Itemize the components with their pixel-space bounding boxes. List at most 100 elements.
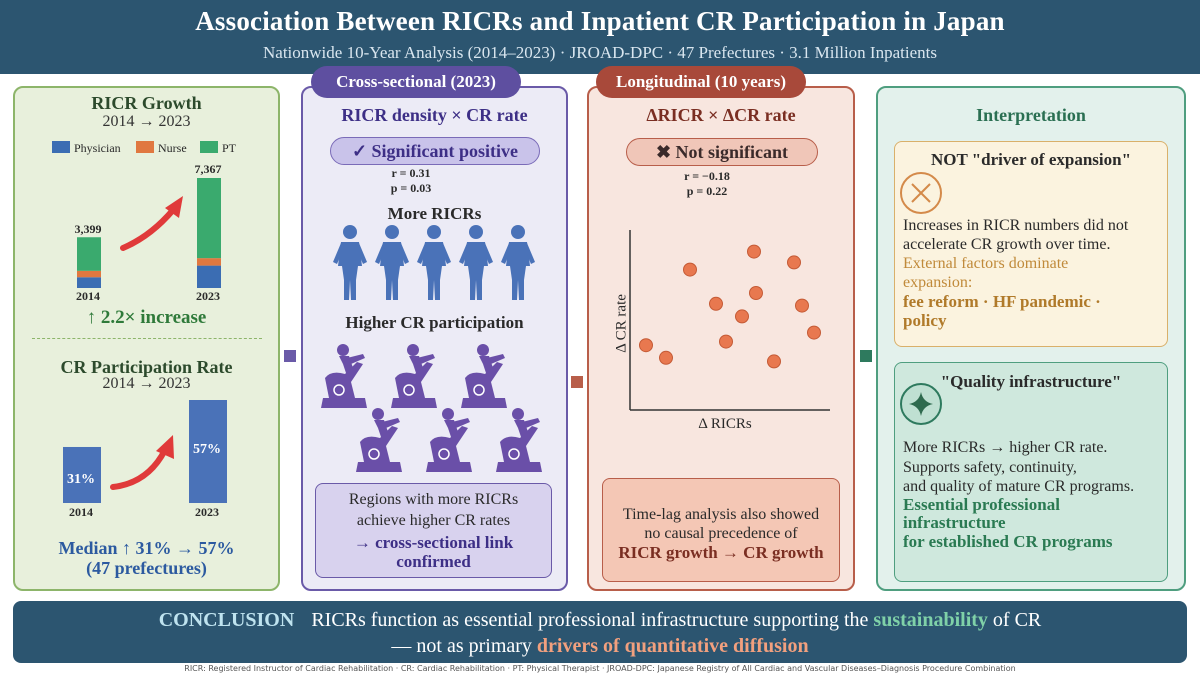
conclusion-banner: CONCLUSION RICRs function as essential p… [13,601,1187,663]
connector-square-3 [860,350,872,362]
cross-box-line4: confirmed [396,552,471,571]
cross-box-line1: Regions with more RICRs [348,491,519,508]
interpretation-heading: Interpretation [976,105,1086,125]
quality-line6: for established CR programs [903,532,1113,551]
bike-icon [460,343,508,409]
bar-2014-total: 3,399 [74,222,102,236]
scatter-point [683,262,697,277]
longitudinal-tab: Longitudinal (10 years) [596,66,806,98]
ricr-bar-nurse-2023 [197,258,221,266]
bike-icon [320,343,368,409]
bar-2023-year: 2023 [196,289,220,303]
bike-icon [425,407,473,473]
cr-bar-2014 [63,446,101,503]
long-box-line3: RICR growth → CR growth [618,543,824,562]
legend-swatch-nurse [136,141,154,153]
legend-label-pt: PT [222,141,237,155]
not-line5: fee reform · HF pandemic · [903,292,1101,311]
scatter-point [807,325,821,340]
conclusion-text3: — not as primary [391,635,532,657]
significant-badge: ✓ Significant positive [330,137,540,165]
bike-icon [495,407,543,473]
long-box-line1: Time-lag analysis also showed [622,506,820,523]
ricr-bar-nurse-2014 [77,270,101,278]
panel1-divider [32,338,262,339]
cross-box-line3: → cross-sectional link [353,533,514,552]
cr-arrow [110,447,168,490]
legend-label-physician: Physician [74,141,121,155]
sparkle-icon [900,383,942,425]
growth-arrow [120,207,176,251]
scatter-point [747,244,761,259]
scatter-point [795,298,809,313]
scatter-point [787,255,801,270]
cr-2023-label: 57% [193,442,221,457]
scatter-x-label: Δ RICRs [698,416,752,432]
cr-2023-year: 2023 [195,505,219,519]
header-banner: Association Between RICRs and Inpatient … [0,0,1200,74]
not-line3: External factors dominate [903,255,1069,272]
cross-p-value: p = 0.03 [390,181,432,195]
ricr-bar-pt-2023 [197,178,221,259]
ricr-bar-physician-2023 [197,265,221,288]
quality-line3: and quality of mature CR programs. [903,478,1135,495]
bike-icon [390,343,438,409]
not-driver-title: NOT "driver of expansion" [930,150,1132,169]
page-title: Association Between RICRs and Inpatient … [195,6,1005,36]
quality-line1: More RICRs → higher CR rate. [903,439,1108,456]
ricr-growth-chart [77,178,221,288]
increase-text: ↑ 2.2× increase [86,307,207,328]
scatter-point [767,354,781,369]
not-line2: accelerate CR growth over time. [903,236,1111,253]
connector-square-2 [571,376,583,388]
connector-square-1 [284,350,296,362]
ricr-bar-pt-2014 [77,237,101,271]
delta-scatter-plot [629,230,830,411]
scatter-point [659,350,673,365]
conclusion-sustainability: sustainability [873,609,988,631]
higher-cr-label: Higher CR participation [345,313,524,332]
growth-legend: Physician Nurse PT [52,141,267,155]
long-box-line2: no causal precedence of [644,525,798,542]
exercise-bike-icons [320,343,543,473]
conclusion-drivers: drivers of quantitative diffusion [536,635,809,657]
scatter-point [719,334,733,349]
scatter-point [749,286,763,300]
cr-arrow-head [156,435,174,459]
legend-swatch-physician [52,141,70,153]
cr-rate-years: 2014 → 2023 [102,375,191,392]
cr-2014-year: 2014 [69,505,93,519]
quality-line5: infrastructure [903,513,1006,532]
not-line4: expansion: [903,274,973,291]
more-ricrs-label: More RICRs [387,204,482,223]
person-icon [375,225,409,300]
median-line1: Median ↑ 31% → 57% [58,538,235,558]
growth-title: RICR Growth [91,93,202,113]
person-icon [501,225,535,300]
conclusion-line1: CONCLUSION RICRs function as essential p… [13,607,1187,633]
scatter-point [735,309,749,324]
cross-heading: RICR density × CR rate [341,105,528,125]
cross-box-line2: achieve higher CR rates [356,512,511,529]
bar-2014-year: 2014 [76,289,100,303]
ricr-bar-physician-2014 [77,277,101,288]
longitudinal-heading: ΔRICR × ΔCR rate [646,105,796,125]
conclusion-lead: CONCLUSION [158,609,295,631]
footnote: RICR: Registered Instructor of Cardiac R… [184,664,1016,673]
ricr-people-icons [333,225,535,300]
person-icon [333,225,367,300]
conclusion-text1: RICRs function as essential professional… [311,609,869,631]
conclusion-text2: of CR [992,609,1042,631]
quality-line4: Essential professional [903,495,1060,514]
cross-summary-box [315,483,552,578]
conclusion-line2: — not as primary drivers of quantitative… [13,633,1187,659]
not-line1: Increases in RICR numbers did not [903,217,1129,234]
long-r-value: r = −0.18 [684,169,730,183]
median-line2: (47 prefectures) [86,558,207,578]
page-subtitle: Nationwide 10-Year Analysis (2014–2023) … [263,43,937,62]
cr-rate-title: CR Participation Rate [60,357,233,377]
legend-swatch-pt [200,141,218,153]
cross-r-value: r = 0.31 [391,166,431,180]
cr-bar-2023 [189,400,227,503]
scatter-point [709,296,723,311]
